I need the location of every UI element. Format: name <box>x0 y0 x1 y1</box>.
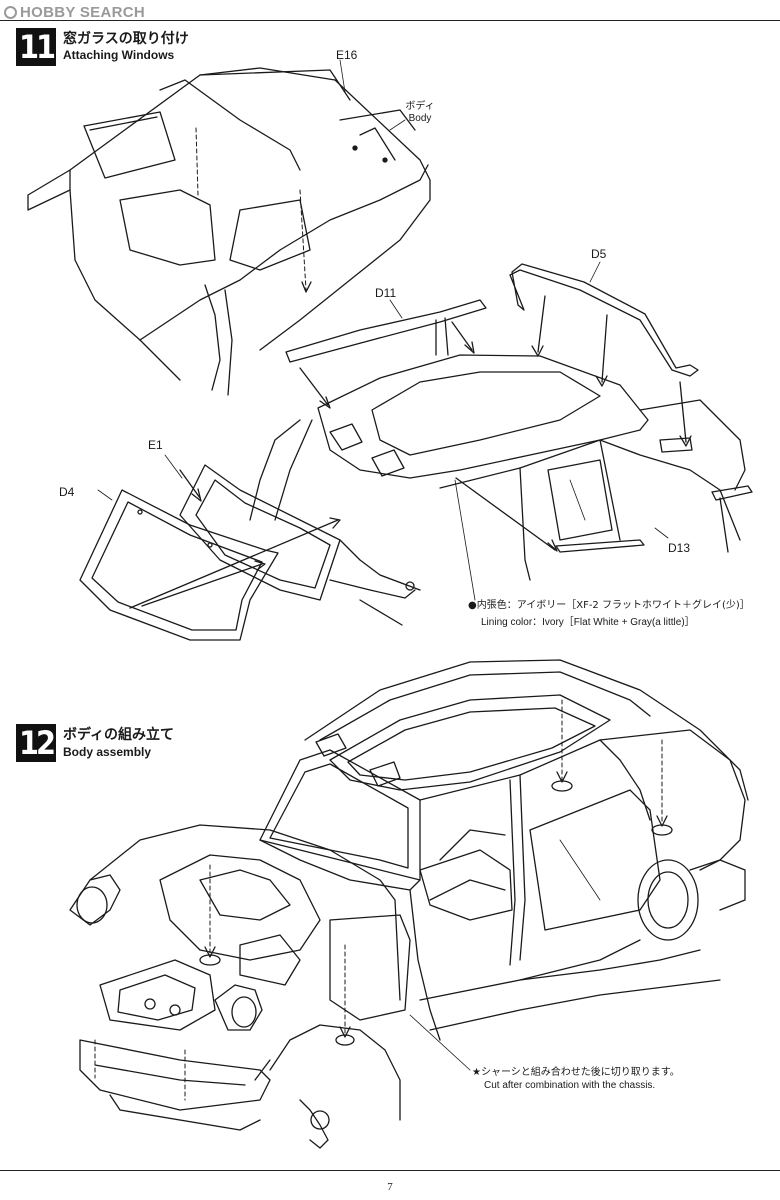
part-label-d5: D5 <box>591 247 607 261</box>
step-11-roof-drawing <box>79 59 753 641</box>
step-11-rear-body-drawing <box>27 67 431 396</box>
step-11-title-en: Attaching Windows <box>63 48 175 62</box>
step-12-title-en: Body assembly <box>63 745 152 759</box>
lining-color-note-jp: ●内張色：アイボリー［XF-2 フラットホワイト＋グレイ(少)］ <box>468 600 750 611</box>
step-12-body-drawing <box>69 659 749 1149</box>
step-11-title-jp: 窓ガラスの取り付け <box>63 31 189 47</box>
top-rule <box>0 20 780 21</box>
hobby-search-watermark: HOBBY SEARCH <box>4 4 145 21</box>
part-label-d13: D13 <box>668 541 691 555</box>
watermark-logo-icon <box>4 6 17 19</box>
cut-note-en: Cut after combination with the chassis. <box>484 1080 656 1091</box>
part-label-d11: D11 <box>375 286 397 300</box>
watermark-text: HOBBY SEARCH <box>20 4 146 21</box>
step-11-badge: 11 <box>16 28 56 66</box>
step-12-title-jp: ボディの組み立て <box>63 727 175 743</box>
step-11-number: 11 <box>18 28 56 66</box>
part-label-d4: D4 <box>59 485 75 499</box>
lining-color-note-en: Lining color：Ivory［Flat White + Gray(a l… <box>481 617 695 628</box>
part-label-body-jp: ボディ <box>405 101 435 112</box>
cut-note-jp: ★シャーシと組み合わせた後に切り取ります。 <box>472 1067 680 1078</box>
step-12-number: 12 <box>18 724 56 762</box>
page-number: 7 <box>387 1181 393 1193</box>
step-12-badge: 12 <box>16 724 56 762</box>
part-label-e16: E16 <box>336 48 358 62</box>
part-label-e1: E1 <box>148 438 163 452</box>
bottom-rule <box>0 1170 780 1171</box>
part-label-body: ボディ Body <box>400 101 440 125</box>
part-label-body-en: Body <box>408 113 432 124</box>
